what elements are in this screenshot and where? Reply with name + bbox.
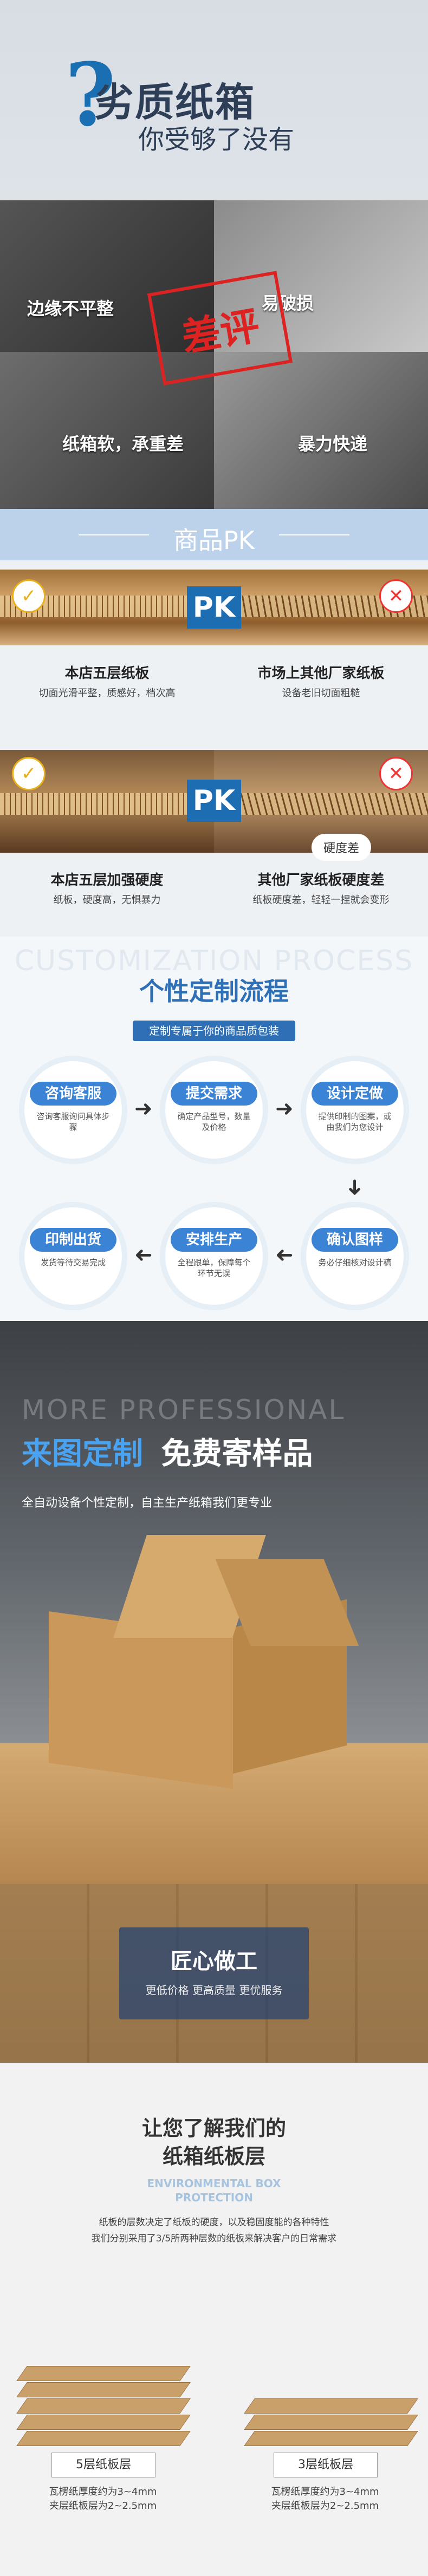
board-layer <box>244 2398 418 2414</box>
three-layer-label: 3层纸板层 <box>274 2453 378 2477</box>
cross-icon: ✕ <box>379 757 413 790</box>
process-watermark: CUSTOMIZATION PROCESS <box>14 945 414 977</box>
note-line: 夹层纸板层为2~2.5mm <box>49 2500 157 2512</box>
craft-panel: 匠心做工 更低价格 更高质量 更优服务 <box>119 1927 309 2019</box>
step-desc: 提供印制的图案，或由我们为您设计 <box>318 1112 392 1132</box>
tile-rough-delivery: 暴力快递 <box>214 352 428 509</box>
step-confirm: 确认图样 务必仔细核对设计稿 <box>306 1207 404 1305</box>
note-line: 夹层纸板层为2~2.5mm <box>271 2500 379 2512</box>
board-layer <box>244 2431 418 2446</box>
custom-headline: 来图定制 免费寄样品 <box>22 1429 313 1473</box>
cross-icon: ✕ <box>379 579 413 613</box>
hero-title: 劣质纸箱 <box>95 80 256 125</box>
divider <box>279 534 349 535</box>
step-head: 安排生产 <box>171 1228 257 1252</box>
headline-main: 免费寄样品 <box>161 1436 313 1472</box>
board-layer <box>16 2366 191 2381</box>
board-layer <box>16 2415 191 2430</box>
caption-title: 本店五层加强硬度 <box>50 872 164 888</box>
layers-title-2: 纸箱纸板层 <box>162 2145 265 2168</box>
five-layer-label: 5层纸板层 <box>51 2453 155 2477</box>
headline-accent: 来图定制 <box>22 1436 143 1472</box>
tile-label: 边缘不平整 <box>27 298 114 319</box>
layers-en: ENVIRONMENTAL BOX PROTECTION <box>147 2177 281 2204</box>
step-ship: 印制出货 发货等待交易完成 <box>24 1207 122 1305</box>
pk-title: 商品PK <box>173 526 255 555</box>
arrow-right-icon: ➜ <box>275 1096 294 1121</box>
caption-title: 本店五层纸板 <box>64 665 150 682</box>
hardness-poor-tag: 硬度差 <box>312 834 371 861</box>
hero-subtitle: 你受够了没有 <box>138 125 295 155</box>
process-title: 个性定制流程 <box>139 977 289 1006</box>
custom-description: 全自动设备个性定制，自主生产纸箱我们更专业 <box>22 1496 273 1510</box>
tile-label: 暴力快递 <box>298 434 368 454</box>
arrow-left-icon: ➜ <box>134 1243 153 1267</box>
layers-desc: 纸板的层数决定了纸板的硬度，以及稳固度能的各种特性 我们分别采用了3/5所两种层… <box>91 2217 337 2244</box>
professional-watermark: MORE PROFESSIONAL <box>22 1394 346 1426</box>
board-layer <box>16 2398 191 2414</box>
note-line: 瓦楞纸厚度约为3~4mm <box>271 2486 379 2497</box>
step-head: 印制出货 <box>30 1228 116 1252</box>
bad-box-hero: ? 劣质纸箱 你受够了没有 边缘不平整 易破损 纸箱软，承重差 暴力快递 差评 <box>0 0 428 509</box>
step-submit: 提交需求 确定产品型号，数量及价格 <box>165 1061 263 1159</box>
note-line: 瓦楞纸厚度约为3~4mm <box>49 2486 157 2497</box>
caption-title: 市场上其他厂家纸板 <box>257 665 385 682</box>
five-layer-note: 瓦楞纸厚度约为3~4mm 夹层纸板层为2~2.5mm <box>33 2485 173 2513</box>
tile-soft-box: 纸箱软，承重差 <box>0 352 214 509</box>
our-board-caption: 本店五层纸板 切面光滑平整，质感好，档次高 <box>0 662 214 699</box>
step-desc: 确定产品型号，数量及价格 <box>177 1112 251 1132</box>
arrow-right-icon: ➜ <box>134 1096 153 1121</box>
craftsmanship-section: 匠心做工 更低价格 更高质量 更优服务 <box>0 1884 428 2063</box>
divider <box>79 534 149 535</box>
question-mark-icon: ? <box>65 44 116 146</box>
step-desc: 务必仔细核对设计稿 <box>318 1258 392 1267</box>
board-layer <box>16 2382 191 2397</box>
step-design: 设计定做 提供印制的图案，或由我们为您设计 <box>306 1061 404 1159</box>
caption-desc: 设备老旧切面粗糙 <box>282 688 360 699</box>
step-desc: 咨询客服询问具体步骤 <box>36 1112 110 1132</box>
pk-compare-section: 商品PK ✓ ✕ PK 本店五层纸板 切面光滑平整，质感好，档次高 市场上其他厂… <box>0 509 428 937</box>
board-layer <box>244 2415 418 2430</box>
step-desc: 全程跟单，保障每个环节无误 <box>177 1258 251 1278</box>
pk-badge: PK <box>187 780 241 822</box>
layers-title-1: 让您了解我们的 <box>141 2116 286 2140</box>
pk-badge: PK <box>187 586 241 629</box>
stamp-text: 差评 <box>178 302 263 361</box>
board-layer <box>16 2431 191 2446</box>
step-consult: 咨询客服 咨询客服询问具体步骤 <box>24 1061 122 1159</box>
our-hard-caption: 本店五层加强硬度 纸板，硬度高，无惧暴力 <box>0 869 214 906</box>
step-desc: 发货等待交易完成 <box>40 1258 106 1267</box>
pk-header: 商品PK <box>0 509 428 560</box>
arrow-down-icon: ➜ <box>342 1178 367 1197</box>
tile-easy-damage: 易破损 <box>214 200 428 352</box>
tile-label: 易破损 <box>262 293 314 313</box>
tile-label: 纸箱软，承重差 <box>62 434 184 454</box>
caption-desc: 纸板硬度差，轻轻一捏就会变形 <box>252 894 390 906</box>
step-head: 咨询客服 <box>30 1082 116 1106</box>
box-front <box>49 1611 233 1789</box>
craft-subtitle: 更低价格 更高质量 更优服务 <box>145 1984 283 1997</box>
step-head: 提交需求 <box>171 1082 257 1106</box>
arrow-left-icon: ➜ <box>275 1243 294 1267</box>
three-layer-note: 瓦楞纸厚度约为3~4mm 夹层纸板层为2~2.5mm <box>255 2485 395 2513</box>
step-head: 确认图样 <box>312 1228 398 1252</box>
other-hard-caption: 其他厂家纸板硬度差 纸板硬度差，轻轻一捏就会变形 <box>214 869 428 906</box>
caption-desc: 纸板，硬度高，无惧暴力 <box>53 894 161 906</box>
check-icon: ✓ <box>12 579 46 613</box>
caption-desc: 切面光滑平整，质感好，档次高 <box>38 688 176 699</box>
custom-process-section: CUSTOMIZATION PROCESS 个性定制流程 定制专属于你的商品质包… <box>0 937 428 1321</box>
process-subtitle: 定制专属于你的商品质包装 <box>133 1021 295 1041</box>
check-icon: ✓ <box>12 757 46 790</box>
tile-uneven-edge: 边缘不平整 <box>0 200 214 352</box>
step-head: 设计定做 <box>312 1082 398 1106</box>
other-board-caption: 市场上其他厂家纸板 设备老旧切面粗糙 <box>214 662 428 699</box>
craft-title: 匠心做工 <box>171 1949 257 1974</box>
board-layers-section: 让您了解我们的 纸箱纸板层 ENVIRONMENTAL BOX PROTECTI… <box>0 2063 428 2576</box>
step-produce: 安排生产 全程跟单，保障每个环节无误 <box>165 1207 263 1305</box>
caption-title: 其他厂家纸板硬度差 <box>257 872 385 888</box>
custom-sample-section: MORE PROFESSIONAL 来图定制 免费寄样品 全自动设备个性定制，自… <box>0 1321 428 1884</box>
